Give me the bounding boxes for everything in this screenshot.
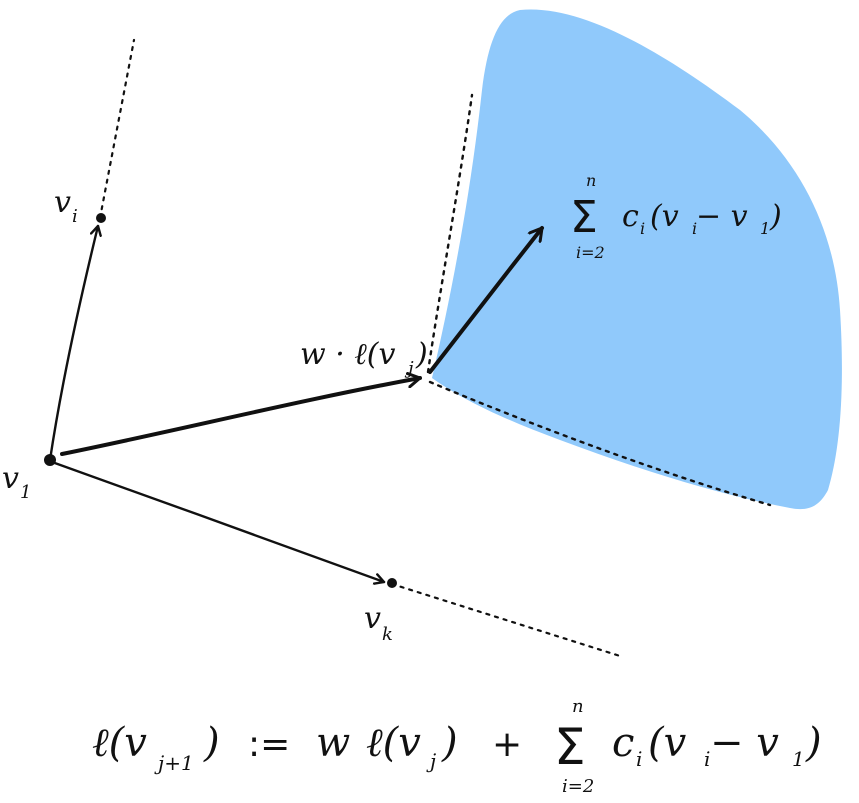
update-formula: ℓ(v j+1 ) := w ℓ(v j ) + n Σ i=2 c i (v … xyxy=(92,696,822,797)
cone-boundary-upper xyxy=(426,93,474,374)
label-w-l-vj-sub: j xyxy=(404,358,414,379)
formula-upper: n xyxy=(572,696,584,717)
formula-lhs: ℓ(v xyxy=(92,720,147,766)
label-vk-sub: k xyxy=(382,624,393,645)
arrow-v1-to-vi xyxy=(48,224,98,462)
formula-body-sub: i xyxy=(636,747,642,771)
label-vk: v xyxy=(364,601,381,636)
label-v1: v xyxy=(2,461,19,496)
formula-lhs-sub: j+1 xyxy=(154,751,194,775)
formula-minus-sub: 1 xyxy=(792,747,805,771)
vi-extension xyxy=(98,38,136,220)
label-vi: v xyxy=(54,185,71,220)
formula-rhs-l: ℓ(v xyxy=(366,720,421,766)
arrow-wlvj-to-sum xyxy=(428,226,544,374)
arrow-v1-to-vk xyxy=(50,460,386,582)
sum-label: n Σ i=2 c i (v i − v 1 ) xyxy=(570,171,782,262)
formula-rhs-l-close: ) xyxy=(441,720,458,766)
sum-label-body: c xyxy=(622,199,639,234)
point-vk xyxy=(387,578,397,588)
formula-paren-sub: i xyxy=(704,747,710,771)
sum-label-upper: n xyxy=(586,171,596,190)
sum-label-body-sub: i xyxy=(640,219,645,238)
label-v1-sub: 1 xyxy=(20,482,31,503)
label-vi-sub: i xyxy=(72,206,78,227)
sum-label-paren: (v xyxy=(650,199,679,234)
point-vi xyxy=(96,213,106,223)
formula-rhs-l-sub: j xyxy=(426,749,436,773)
label-w-l-vj-close: ) xyxy=(415,337,428,372)
formula-rhs-w: w xyxy=(316,720,350,766)
formula-lower: i=2 xyxy=(562,776,594,797)
sum-label-close: ) xyxy=(769,199,782,234)
point-v1 xyxy=(44,454,56,466)
arrow-v1-to-wlvj xyxy=(60,378,422,456)
formula-assign: := xyxy=(248,724,290,765)
formula-minus: − v xyxy=(710,720,779,766)
formula-paren: (v xyxy=(648,720,687,766)
sum-label-paren-sub: i xyxy=(692,219,697,238)
formula-lhs-close: ) xyxy=(203,720,220,766)
formula-body: c xyxy=(612,720,634,766)
formula-plus: + xyxy=(492,724,522,765)
vk-extension xyxy=(390,582,622,658)
cone-region xyxy=(432,9,842,510)
sum-label-minus-sub: 1 xyxy=(760,219,770,238)
label-w-l-vj: w · ℓ(v xyxy=(300,337,395,372)
sum-label-minus: − v xyxy=(696,199,748,234)
cone-boundary-lower xyxy=(428,380,772,507)
formula-close: ) xyxy=(805,720,822,766)
sum-label-sigma: Σ xyxy=(570,192,598,243)
formula-sigma: Σ xyxy=(554,718,586,776)
sum-label-lower: i=2 xyxy=(576,243,605,262)
